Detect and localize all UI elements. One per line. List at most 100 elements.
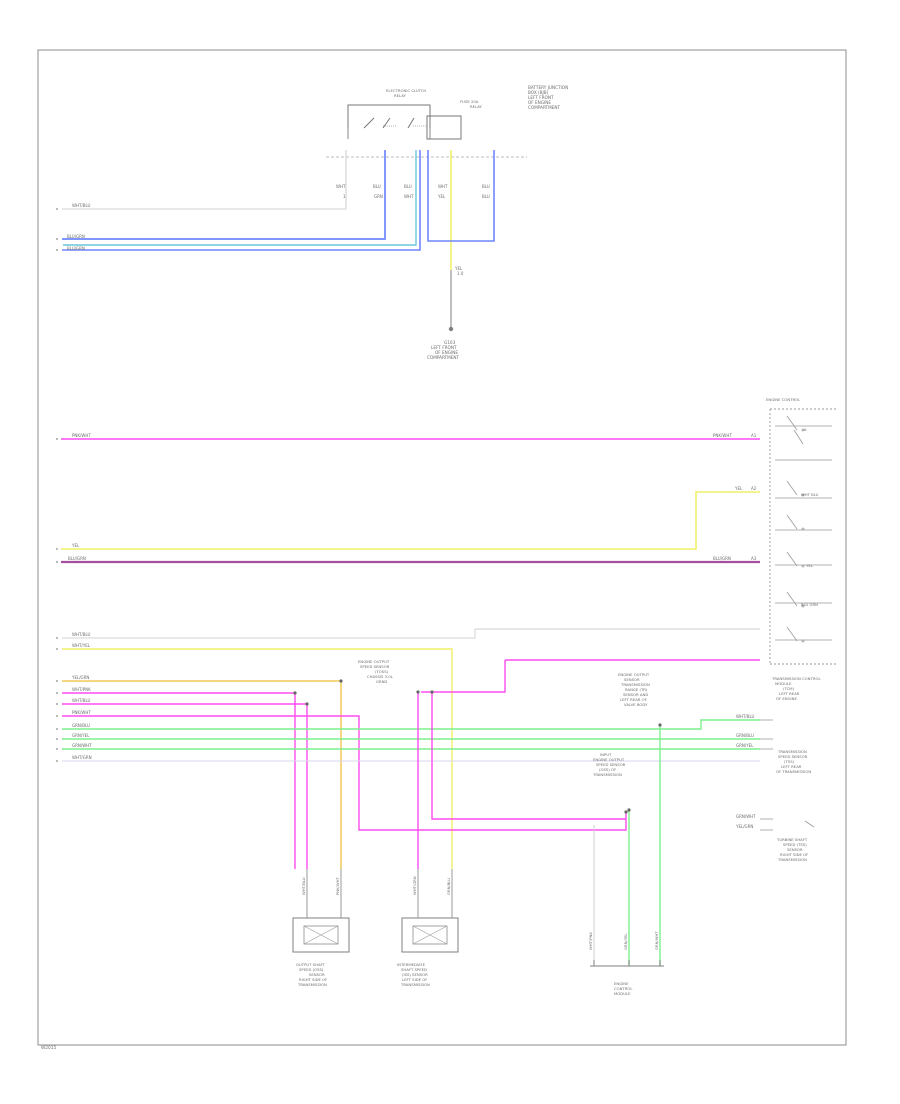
small-drop-connectors <box>293 679 662 814</box>
sensor-2-label-4: TRANSMISSION <box>400 982 430 987</box>
mid-right-line-0: ENGINE OUTPUT <box>593 757 625 762</box>
diagram-border <box>37 49 847 1046</box>
bottom-vertical-0: WHT/BLU <box>301 877 306 895</box>
middle-left-label-2: BLU/GRN <box>68 556 86 561</box>
right-box-line-3: OF TRANSMISSION <box>776 769 811 774</box>
right-box-line-0: SPEED SENSOR <box>778 754 808 759</box>
top-wire-labels: WHT BLU BLU WHT BLU 1 GRN WHT YEL BLU <box>336 184 490 199</box>
lower-left-block-2: WHT/BLU <box>72 698 91 703</box>
relay-switch-2 <box>382 117 391 129</box>
sensor-2: INTERMEDIATE SHAFT SPEED (ISS) SENSOR LE… <box>397 869 459 987</box>
lower-left-block-labels: YEL/GRN WHT/PNK WHT/BLU PNK/WHT GRN/BLU … <box>71 675 92 760</box>
sensor-2-label-3: LEFT SIDE OF <box>402 977 427 982</box>
battery-line-3: COMPARTMENT <box>528 105 561 110</box>
sensor-2-label-1: SHAFT SPEED <box>401 967 427 972</box>
sensor-2-body <box>401 917 459 953</box>
top-wire-label-2: BLU <box>404 184 412 189</box>
middle-right-code-1: A2 <box>751 486 757 491</box>
module-inline-3: BLU GRN <box>801 602 818 607</box>
tcm-box-line-1: (TCM) <box>783 686 795 691</box>
module-inline-1: WHT BLU <box>801 492 819 497</box>
top-wire-blue-2 <box>62 150 421 251</box>
center-purple-wire <box>421 660 506 693</box>
top-wire-label-1: BLU <box>373 184 381 189</box>
sensor-1: OUTPUT SHAFT SPEED (OSS) SENSOR RIGHT SI… <box>292 869 350 987</box>
right-block-line-5: VALVE BODY <box>624 702 648 707</box>
center-block-line-1: (TOSS) <box>375 669 389 674</box>
center-block-line-3: GRND <box>376 679 387 684</box>
lower-left-block-5: GRN/YEL <box>72 733 90 738</box>
engine-control-ticks <box>593 960 661 966</box>
battery-title: BATTERY JUNCTION <box>528 85 568 90</box>
engine-control-module-bottom: ENGINE CONTROL MODULE <box>590 960 664 996</box>
center-block-line-0: SPEED SENSOR <box>360 664 390 669</box>
sensor-1-wires <box>306 869 342 918</box>
middle-left-label-1: YEL <box>71 543 80 548</box>
lower-left-block-6: GRN/WHT <box>72 743 92 748</box>
sensor-2-label-0: INTERMEDIATE <box>397 962 426 967</box>
sensor-1-body <box>292 917 350 953</box>
engine-control-label-2: MODULE <box>614 991 631 996</box>
fuse-label: FUSE 20A <box>460 99 479 104</box>
bottom-vertical-2: WHT/GRN <box>412 876 417 895</box>
tcm-box-line-2: LEFT REAR <box>779 691 800 696</box>
lower-left-pair-1: WHT/YEL <box>72 643 91 648</box>
mid-right-line-3: TRANSMISSION <box>592 772 622 777</box>
right-short-sensor-b <box>760 818 815 831</box>
engine-control-label-1: CONTROL <box>614 986 633 991</box>
lower-section: WHT/BLU WHT/YEL YEL/GRN WHT/PNK WHT/BLU … <box>62 629 815 996</box>
tcm-module-internal <box>775 415 832 643</box>
lower-left-block-3: PNK/WHT <box>72 710 91 715</box>
tcm-box-title: TRANSMISSION CONTROL <box>771 676 821 681</box>
mid-right-line-1: SPEED SENSOR <box>596 762 626 767</box>
yellow-wire-label: YEL <box>454 266 463 271</box>
middle-yellow-line <box>61 491 760 550</box>
top-wire-cyan <box>63 150 417 246</box>
right-block-line-4: LEFT REAR OF <box>620 697 647 702</box>
top-wire-code-2: WHT <box>404 194 414 199</box>
top-wire-label-4: BLU <box>482 184 490 189</box>
battery-line-0: BOX (BJB) <box>528 90 549 95</box>
right-inline-0: WHT/BLU <box>736 714 755 719</box>
sensor-2-label-2: (ISS) SENSOR <box>402 972 428 977</box>
ground-line-1: OF ENGINE <box>435 350 458 355</box>
middle-header: ENGINE CONTROL <box>766 397 801 402</box>
top-left-label-2: BLU/GRN <box>67 246 85 251</box>
sensor-2-diagonals <box>412 925 448 945</box>
sensor-1-label-1: SPEED (OSS) <box>299 967 324 972</box>
top-wire-gray <box>62 150 347 210</box>
sensor-1-label-2: SENSOR <box>309 972 325 977</box>
lower-pink-3 <box>62 715 627 831</box>
lower-green-1 <box>62 719 760 730</box>
lower-left-block-1: WHT/PNK <box>72 687 91 692</box>
relay-switch-1 <box>363 117 375 129</box>
left-tick-marks <box>56 208 58 762</box>
right-box-line-2: LEFT REAR <box>781 764 802 769</box>
ground-node <box>448 326 454 332</box>
sensor-2-wires <box>417 869 453 918</box>
top-wire-code-4: BLU <box>482 194 490 199</box>
torque-title: TURBINE SHAFT <box>776 837 808 842</box>
lower-left-block-7: WHT/GRN <box>72 755 92 760</box>
lower-left-pair-0: WHT/BLU <box>72 632 91 637</box>
relay-sub: RELAY <box>394 93 407 98</box>
right-block-title: ENGINE OUTPUT <box>618 672 650 677</box>
mid-right-line-2: (OSS) OF <box>599 767 616 772</box>
right-inline-1: GRN/BLU <box>736 733 754 738</box>
ground-label: G103 <box>444 340 456 345</box>
top-left-label-1: BLU/GRN <box>67 234 85 239</box>
right-inline-4: YEL/GRN <box>735 824 753 829</box>
sensor-1-diagonals <box>303 925 339 945</box>
middle-right-label-0: PNK/WHT <box>713 433 732 438</box>
lower-yellow-1 <box>62 648 453 869</box>
top-wire-label-3: WHT <box>438 184 448 189</box>
middle-right-code-0: A1 <box>751 433 757 438</box>
bottom-vertical-labels: WHT/BLU PNK/WHT WHT/GRN GRN/BLU WHT/PNK … <box>301 876 659 950</box>
top-relay-section: ELECTRONIC CLUTCH RELAY FUSE 20A RELAY B… <box>62 85 568 360</box>
tcm-module-frame <box>769 408 837 665</box>
module-inline-0: A <box>804 427 807 432</box>
footer-code: W2015 <box>41 1045 56 1051</box>
top-left-label-0: WHT/BLU <box>72 203 91 208</box>
